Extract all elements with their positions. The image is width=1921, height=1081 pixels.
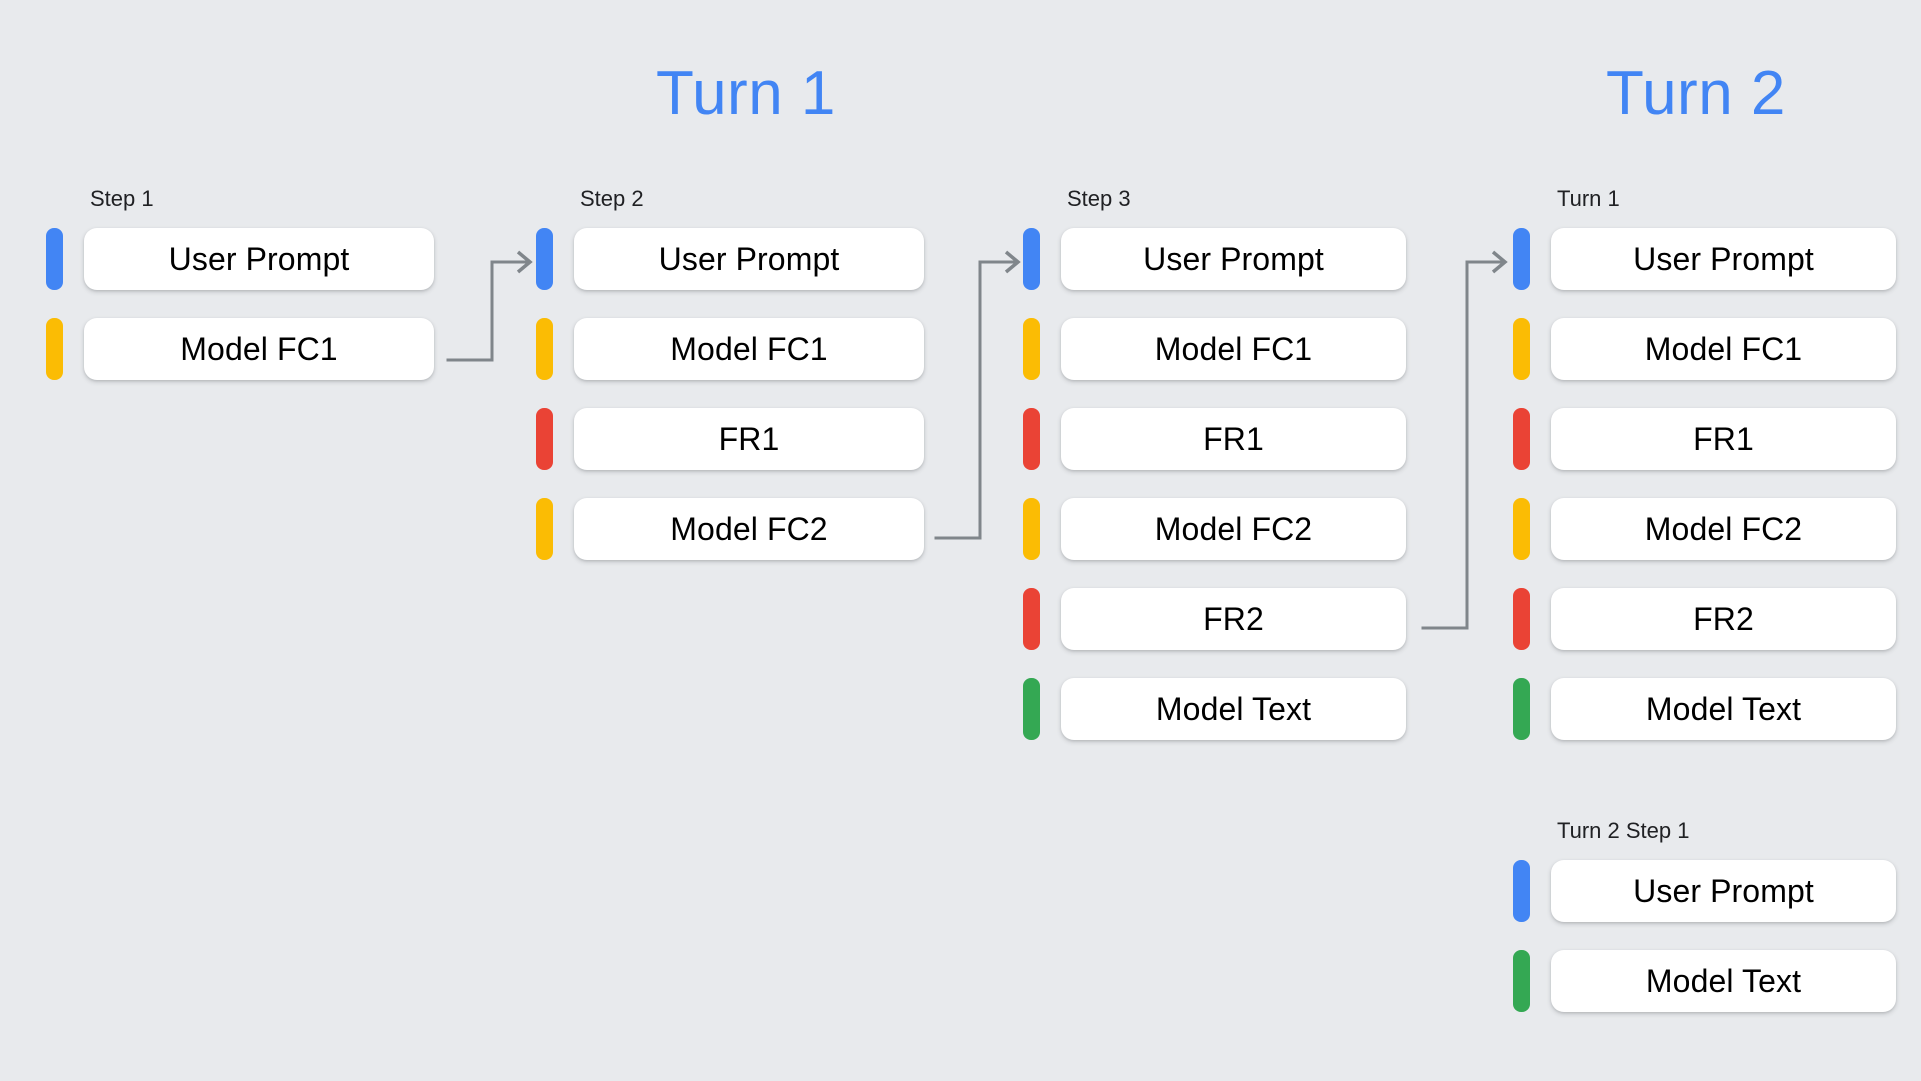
column-label-step-3: Step 3 [1067,186,1131,211]
row-color-bar-fr1 [536,408,553,470]
row-label: User Prompt [1633,241,1814,277]
row-color-bar-model-fc1 [536,318,553,380]
row-color-bar-user-prompt [1513,228,1530,290]
row-label: Model Text [1155,691,1312,727]
row-fr1[interactable]: FR1 [536,408,924,470]
column-label-turn-2-step-1: Turn 2 Step 1 [1557,818,1690,843]
row-box-fr2[interactable]: FR2 [1551,588,1896,650]
row-color-bar-model-fc2 [1513,498,1530,560]
row-model-fc2[interactable]: Model FC2 [1023,498,1406,560]
row-fr2[interactable]: FR2 [1513,588,1896,650]
row-user-prompt[interactable]: User Prompt [46,228,434,290]
row-label: User Prompt [1143,241,1324,277]
row-user-prompt[interactable]: User Prompt [1023,228,1406,290]
row-user-prompt[interactable]: User Prompt [536,228,924,290]
row-label: FR1 [1203,421,1264,457]
row-box-model-fc1[interactable]: Model FC1 [1061,318,1406,380]
row-label: FR2 [1203,601,1264,637]
row-model-fc2[interactable]: Model FC2 [1513,498,1896,560]
row-label: Model FC1 [180,331,338,367]
row-fr1[interactable]: FR1 [1023,408,1406,470]
row-label: Model FC1 [670,331,828,367]
row-label: Model Text [1645,691,1802,727]
row-box-user-prompt[interactable]: User Prompt [84,228,434,290]
connector-arrow-step1-to-step2 [446,250,533,362]
row-fr2[interactable]: FR2 [1023,588,1406,650]
row-fr1[interactable]: FR1 [1513,408,1896,470]
row-color-bar-model-fc2 [536,498,553,560]
row-box-model-fc1[interactable]: Model FC1 [574,318,924,380]
row-label: FR1 [718,421,780,457]
row-model-fc1[interactable]: Model FC1 [46,318,434,380]
row-label: Model FC1 [1154,331,1313,367]
row-color-bar-model-fc2 [1023,498,1040,560]
row-box-user-prompt[interactable]: User Prompt [1551,860,1896,922]
row-user-prompt[interactable]: User Prompt [1513,228,1896,290]
row-color-bar-fr1 [1023,408,1040,470]
row-color-bar-model-text [1513,950,1530,1012]
row-model-text[interactable]: Model Text [1513,950,1896,1012]
row-color-bar-model-text [1513,678,1530,740]
turn-2-banner-title: Turn 2 [1606,59,1786,128]
row-box-model-fc2[interactable]: Model FC2 [1061,498,1406,560]
row-label: User Prompt [658,241,840,277]
row-box-model-text[interactable]: Model Text [1551,678,1896,740]
row-color-bar-user-prompt [1513,860,1530,922]
row-label: User Prompt [1633,873,1814,909]
row-box-model-fc2[interactable]: Model FC2 [574,498,924,560]
row-box-fr1[interactable]: FR1 [1061,408,1406,470]
row-box-model-fc1[interactable]: Model FC1 [84,318,434,380]
row-color-bar-user-prompt [1023,228,1040,290]
connector-arrow-step2-to-step3 [934,250,1021,540]
row-box-fr1[interactable]: FR1 [574,408,924,470]
row-color-bar-model-fc1 [1023,318,1040,380]
row-box-model-text[interactable]: Model Text [1061,678,1406,740]
row-label: Model FC1 [1644,331,1803,367]
row-model-text[interactable]: Model Text [1513,678,1896,740]
row-color-bar-user-prompt [46,228,63,290]
row-box-user-prompt[interactable]: User Prompt [574,228,924,290]
row-label: FR2 [1693,601,1754,637]
row-box-user-prompt[interactable]: User Prompt [1551,228,1896,290]
row-model-text[interactable]: Model Text [1023,678,1406,740]
row-box-fr1[interactable]: FR1 [1551,408,1896,470]
row-user-prompt[interactable]: User Prompt [1513,860,1896,922]
row-model-fc1[interactable]: Model FC1 [1513,318,1896,380]
row-box-model-text[interactable]: Model Text [1551,950,1896,1012]
row-color-bar-fr1 [1513,408,1530,470]
row-color-bar-user-prompt [536,228,553,290]
row-color-bar-model-text [1023,678,1040,740]
row-model-fc1[interactable]: Model FC1 [1023,318,1406,380]
column-label-step-1: Step 1 [90,186,154,211]
row-label: Model FC2 [670,511,828,547]
row-color-bar-fr2 [1513,588,1530,650]
row-box-fr2[interactable]: FR2 [1061,588,1406,650]
connector-arrow-step3-to-turn2 [1421,250,1508,630]
row-label: Model FC2 [1644,511,1803,547]
row-model-fc2[interactable]: Model FC2 [536,498,924,560]
row-box-user-prompt[interactable]: User Prompt [1061,228,1406,290]
row-box-model-fc2[interactable]: Model FC2 [1551,498,1896,560]
row-color-bar-model-fc1 [46,318,63,380]
row-label: Model Text [1645,963,1802,999]
turn-1-banner-title: Turn 1 [656,59,836,128]
row-label: FR1 [1693,421,1754,457]
column-label-turn-1: Turn 1 [1557,186,1620,211]
row-color-bar-model-fc1 [1513,318,1530,380]
row-label: User Prompt [168,241,350,277]
row-color-bar-fr2 [1023,588,1040,650]
row-label: Model FC2 [1154,511,1313,547]
row-model-fc1[interactable]: Model FC1 [536,318,924,380]
row-box-model-fc1[interactable]: Model FC1 [1551,318,1896,380]
column-label-step-2: Step 2 [580,186,644,211]
